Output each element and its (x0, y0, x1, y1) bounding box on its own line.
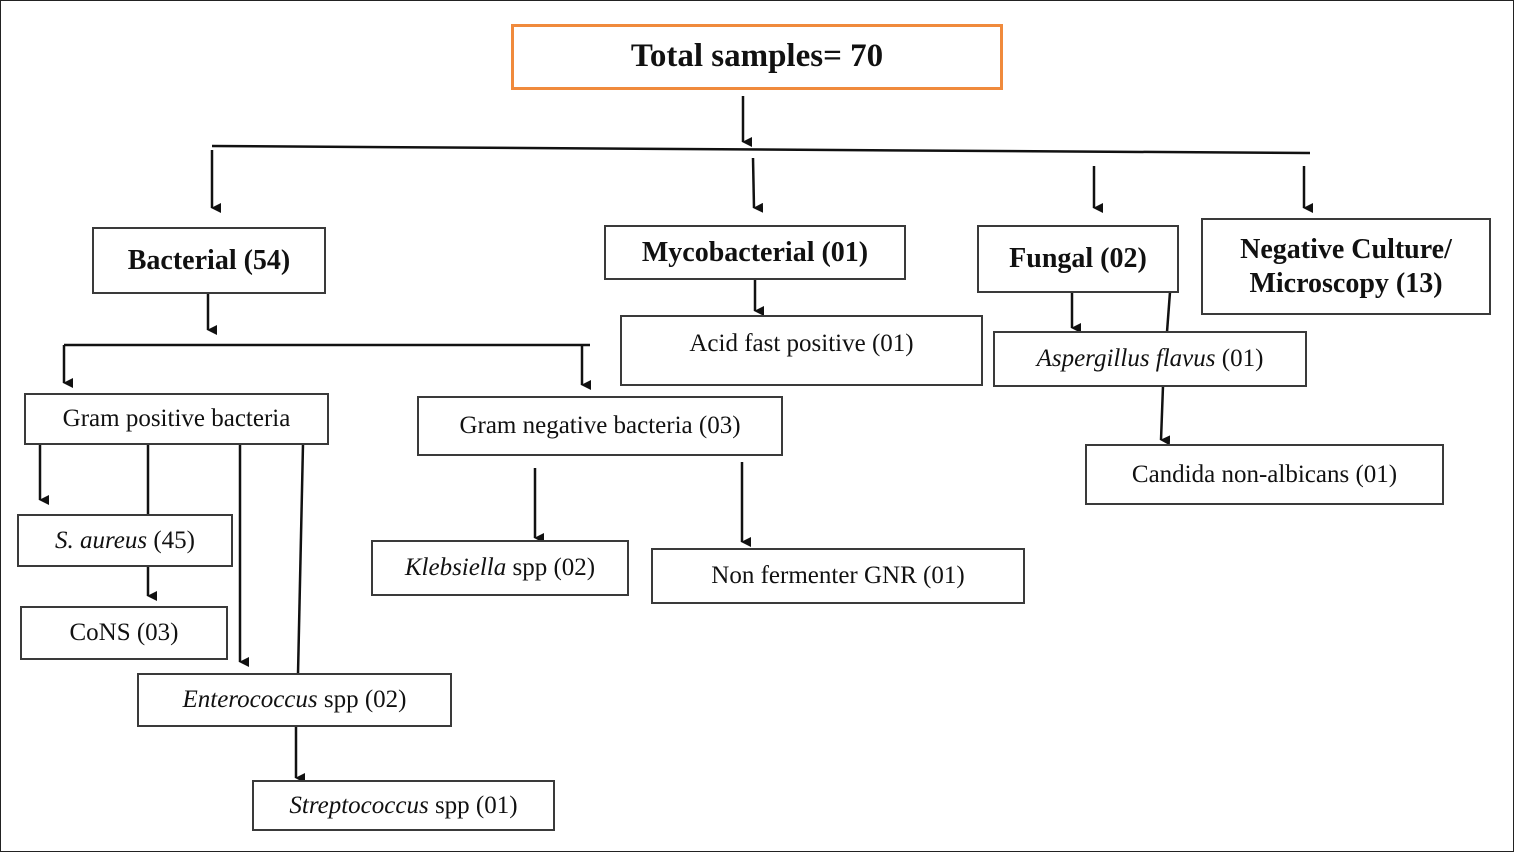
bacterial-box: Bacterial (54) (92, 227, 326, 294)
enterococcus-rest: spp (02) (317, 686, 407, 713)
gram-positive-box: Gram positive bacteria (24, 393, 329, 445)
aspergillus-count: (01) (1215, 345, 1264, 372)
enterococcus-name: Enterococcus (182, 686, 318, 713)
s-aureus-name: S. aureus (54, 526, 148, 554)
cons-label: CoNS (03) (69, 619, 179, 646)
s-aureus-text: S. aureus (45) (55, 526, 195, 556)
line-fungal-down (1165, 291, 1172, 333)
streptococcus-rest: spp (01) (428, 791, 518, 819)
aspergillus-text: Aspergillus flavus (01) (1037, 344, 1264, 374)
negative-culture-line2: Microscopy (13) (1249, 267, 1443, 299)
non-fermenter-box: Non fermenter GNR (01) (651, 548, 1025, 604)
gram-negative-box: Gram negative bacteria (03) (417, 396, 783, 456)
line-gp-to-enterococcus (296, 443, 305, 675)
enterococcus-box: Enterococcus spp (02) (137, 673, 452, 727)
aspergillus-box: Aspergillus flavus (01) (993, 331, 1307, 387)
cons-box: CoNS (03) (20, 606, 228, 660)
streptococcus-text: Streptococcus spp (01) (289, 791, 517, 821)
negative-culture-box: Negative Culture/ Microscopy (13) (1201, 218, 1491, 315)
total-samples-box: Total samples= 70 (511, 24, 1003, 90)
acid-fast-box: Acid fast positive (01) (620, 315, 983, 386)
klebsiella-box: Klebsiella spp (02) (371, 540, 629, 596)
fungal-box: Fungal (02) (977, 225, 1179, 293)
aspergillus-name: Aspergillus flavus (1036, 345, 1216, 372)
s-aureus-count: (45) (147, 526, 196, 554)
candida-label: Candida non-albicans (01) (1131, 460, 1398, 488)
streptococcus-name: Streptococcus (289, 791, 429, 819)
non-fermenter-label: Non fermenter GNR (01) (711, 562, 965, 589)
enterococcus-text: Enterococcus spp (02) (182, 685, 406, 715)
arrow-to-mycobacterial (751, 157, 764, 213)
arrow-to-candida (1159, 385, 1171, 446)
candida-box: Candida non-albicans (01) (1085, 444, 1444, 505)
klebsiella-text: Klebsiella spp (02) (405, 553, 595, 583)
bacterial-label: Bacterial (54) (127, 244, 291, 276)
klebsiella-rest: spp (02) (506, 554, 596, 581)
negative-culture-line1: Negative Culture/ (1240, 233, 1452, 265)
gram-negative-label: Gram negative bacteria (03) (459, 412, 741, 439)
mycobacterial-box: Mycobacterial (01) (604, 225, 906, 280)
acid-fast-label: Acid fast positive (01) (689, 330, 914, 357)
fungal-label: Fungal (02) (1009, 243, 1147, 275)
level1-bus (211, 144, 1311, 155)
total-samples-label: Total samples= 70 (630, 38, 884, 75)
klebsiella-name: Klebsiella (404, 554, 507, 581)
streptococcus-box: Streptococcus spp (01) (252, 780, 555, 831)
gram-positive-label: Gram positive bacteria (62, 405, 291, 432)
s-aureus-box: S. aureus (45) (17, 514, 233, 567)
mycobacterial-label: Mycobacterial (01) (641, 236, 869, 268)
